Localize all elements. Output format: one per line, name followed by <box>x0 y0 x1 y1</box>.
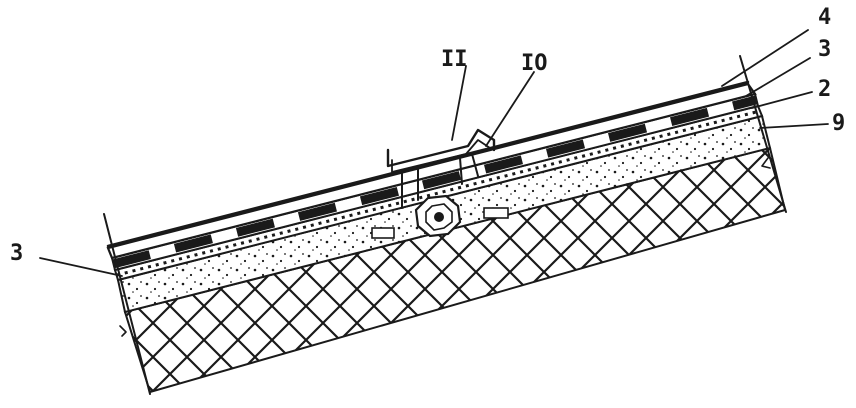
joint-cap-detail <box>371 128 509 239</box>
label-right-9: 9 <box>832 111 845 136</box>
label-right-3: 3 <box>818 37 831 62</box>
section-cut-edges <box>103 55 787 395</box>
label-right-2: 2 <box>818 77 831 102</box>
label-left-3: 3 <box>10 241 23 266</box>
label-10: IO <box>521 51 548 76</box>
label-right-4: 4 <box>818 5 831 30</box>
callout-labels: 3 II IO 4 3 2 9 <box>10 5 845 266</box>
leader-lines <box>39 29 829 277</box>
label-11: II <box>441 47 468 72</box>
